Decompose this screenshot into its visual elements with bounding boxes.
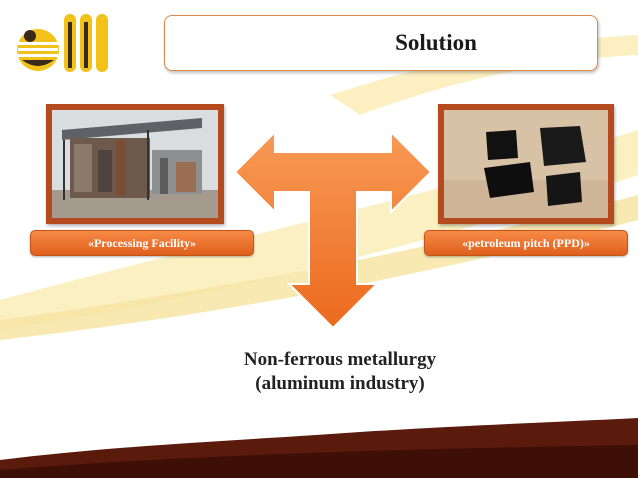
company-logo-icon — [17, 14, 108, 72]
petroleum-pitch-label: «petroleum pitch (PPD)» — [424, 230, 628, 256]
bottom-caption-line2: (aluminum industry) — [255, 373, 425, 394]
title-box: Solution — [164, 15, 598, 71]
slide-title: Solution — [395, 30, 477, 55]
processing-facility-label: «Processing Facility» — [30, 230, 254, 256]
bottom-caption-line1: Non-ferrous metallurgy — [243, 349, 437, 370]
bottom-caption: Non-ferrous metallurgy (aluminum industr… — [200, 348, 480, 396]
petroleum-pitch-photo — [438, 104, 614, 224]
t-arrow-icon — [235, 132, 431, 328]
processing-facility-photo — [46, 104, 224, 224]
